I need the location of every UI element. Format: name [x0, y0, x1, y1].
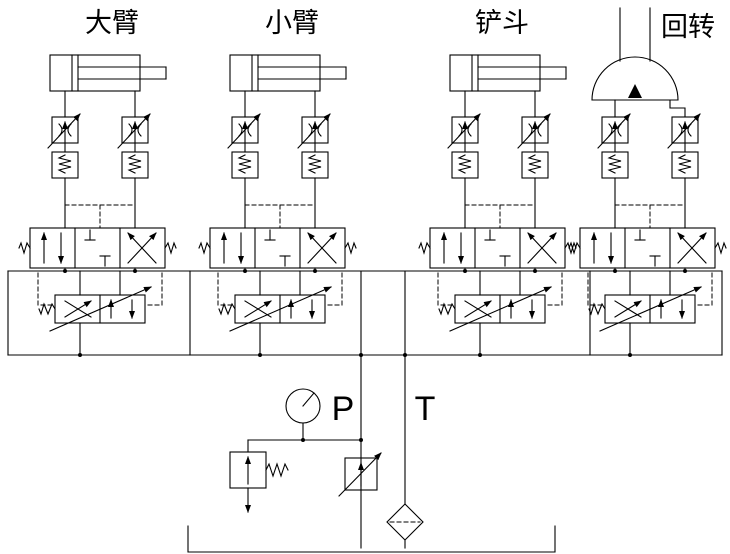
- label-arm: 小臂: [265, 8, 319, 38]
- circuit-swing: [569, 8, 726, 355]
- tank: [187, 525, 556, 553]
- label-boom: 大臂: [85, 8, 139, 38]
- main-relief-valve: [338, 452, 382, 497]
- junction-dots: [63, 269, 687, 442]
- bus-network: [7, 270, 723, 549]
- circuit-bucket: [419, 55, 576, 355]
- swing-motor-circuit: [569, 8, 726, 355]
- filter: [386, 503, 424, 541]
- label-swing: 回转: [661, 12, 715, 42]
- arm-cylinder-circuit: [199, 55, 356, 355]
- label-tank-port: T: [415, 390, 436, 428]
- circuit-boom: [19, 55, 176, 355]
- relief-valve: [229, 451, 289, 513]
- label-pressure-port: P: [332, 390, 355, 428]
- circuit-arm: [199, 55, 356, 355]
- bucket-cylinder-circuit: [419, 55, 576, 355]
- boom-cylinder-circuit: [19, 55, 176, 355]
- label-bucket: 铲斗: [475, 8, 529, 38]
- supply-unit: [187, 388, 556, 553]
- pressure-gauge: [285, 388, 321, 441]
